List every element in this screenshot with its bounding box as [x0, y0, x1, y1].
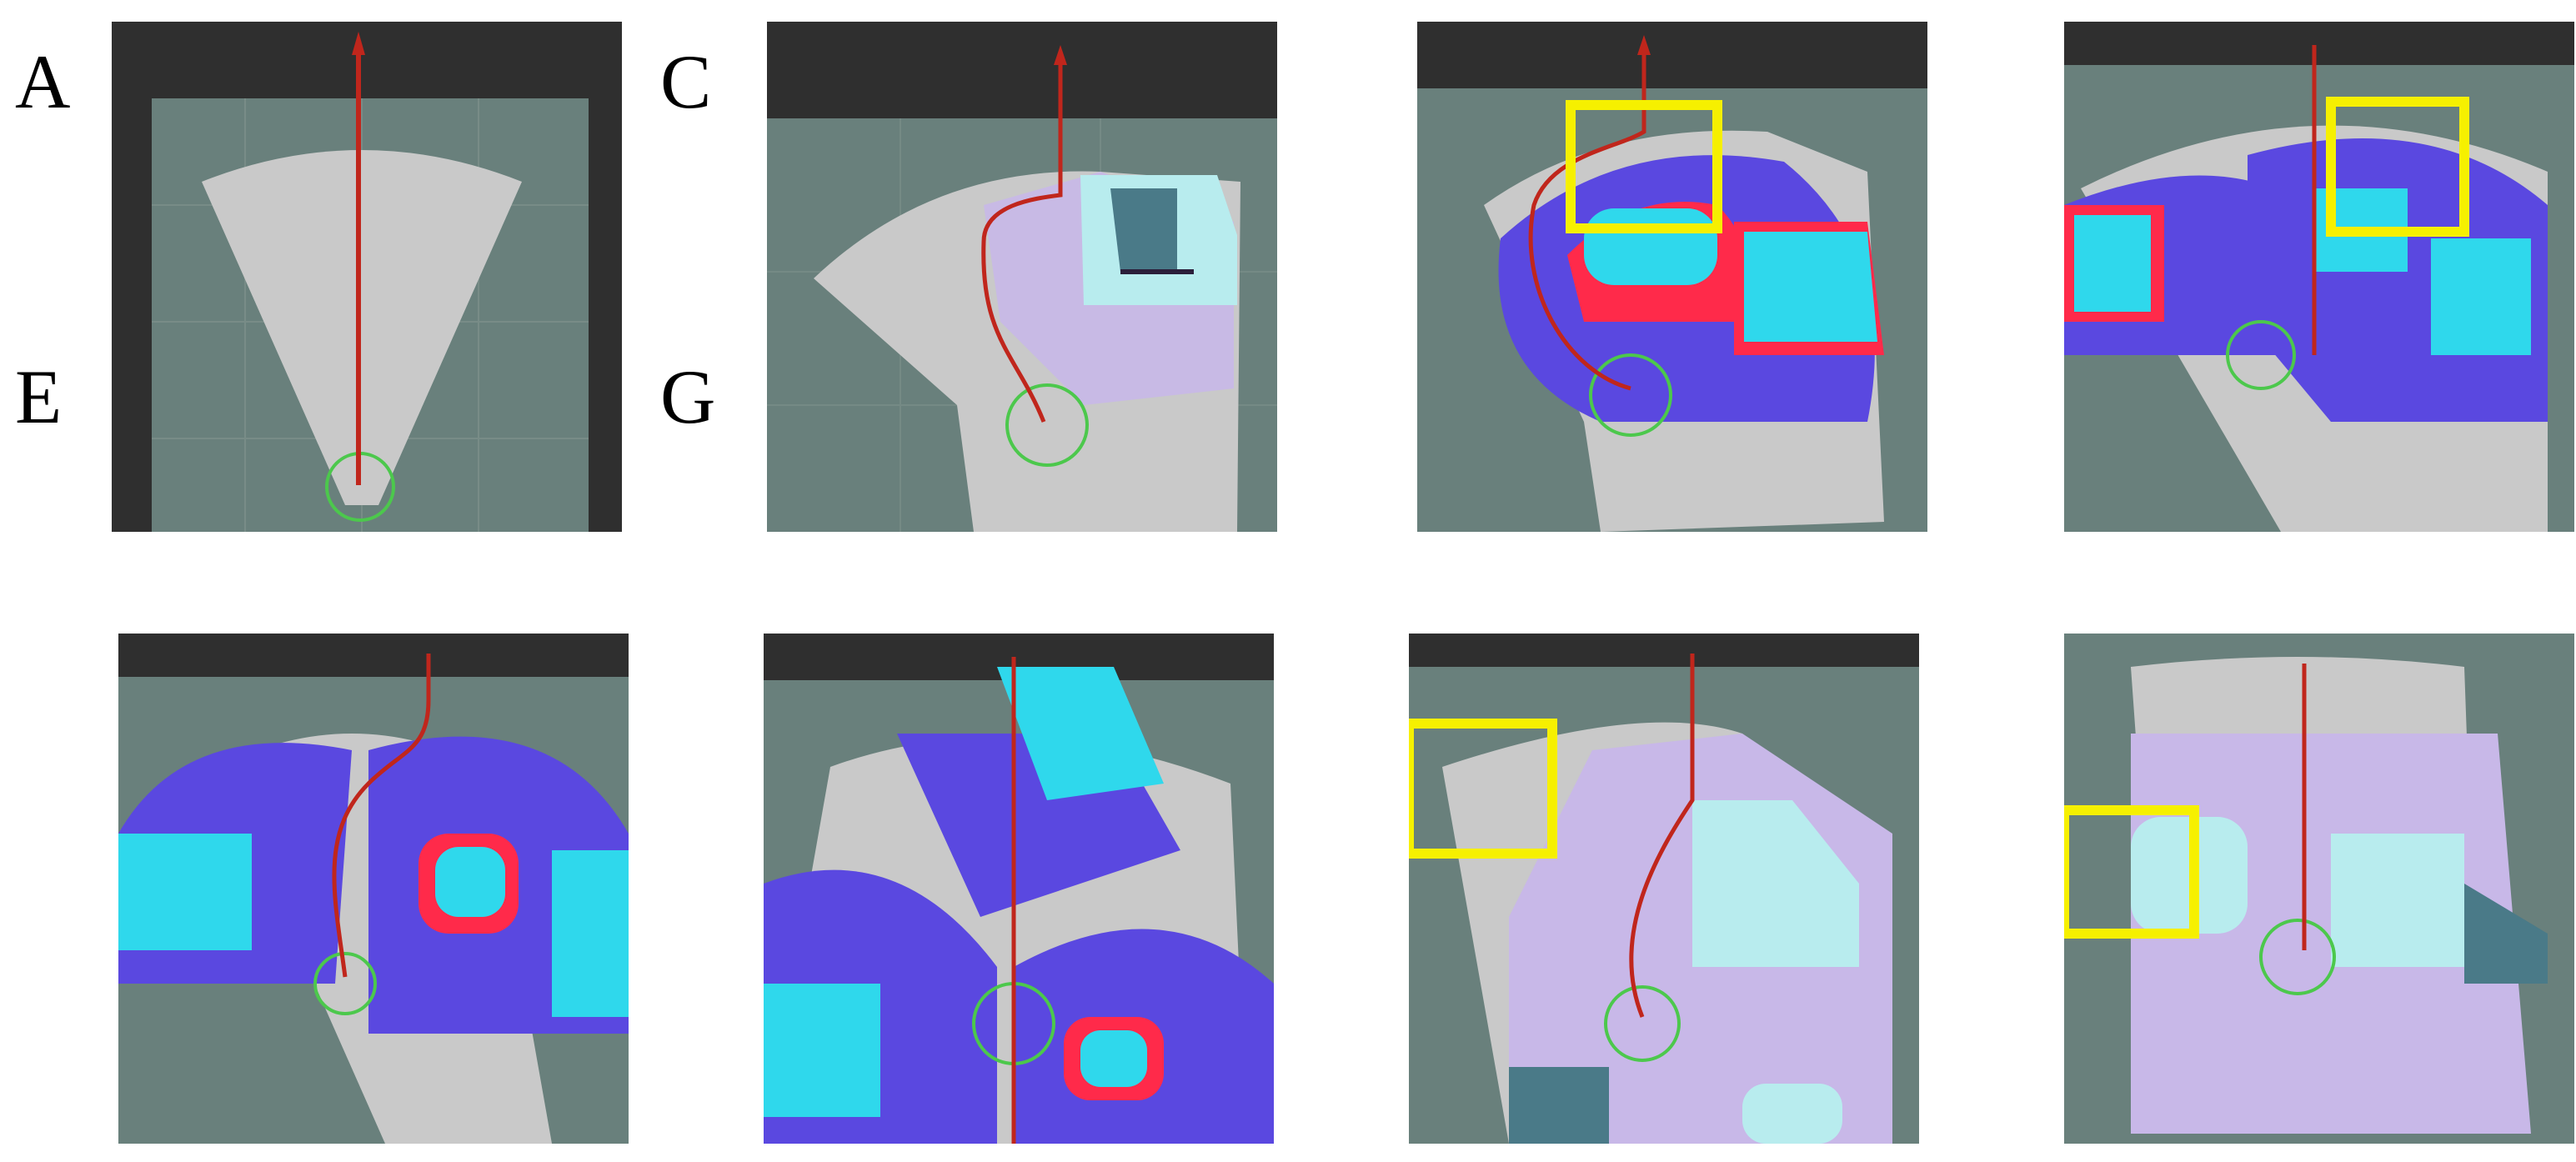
robot-footprint-circle-icon: [1005, 383, 1089, 467]
yellow-highlight-box-icon: [2064, 805, 2199, 939]
robot-footprint-circle-icon: [2259, 919, 2336, 995]
map-panel-b: [767, 22, 1277, 532]
map-view-d: [2064, 22, 2574, 532]
panel-label-g: G: [660, 354, 716, 439]
yellow-highlight-box-icon: [2326, 97, 2469, 237]
map-view-b: [767, 22, 1277, 532]
yellow-highlight-box-icon: [1566, 100, 1722, 233]
map-panel-d: [2064, 22, 2574, 532]
map-panel-f: [764, 634, 1274, 1144]
global-path-arrow-icon: [332, 654, 431, 978]
map-view-c: [1417, 22, 1927, 532]
map-panel-h: [2064, 634, 2574, 1144]
panel-label-a: A: [15, 39, 71, 124]
global-path-arrow-icon: [1528, 48, 1646, 391]
yellow-highlight-box-icon: [1409, 719, 1557, 859]
global-path-arrow-icon: [1629, 654, 1695, 1018]
panel-label-e: E: [15, 354, 63, 439]
map-view-g: [1409, 634, 1919, 1144]
map-panel-e: [118, 634, 629, 1144]
robot-footprint-circle-icon: [1589, 353, 1672, 437]
map-view-e: [118, 634, 629, 1144]
map-view-h: [2064, 634, 2574, 1144]
robot-footprint-circle-icon: [1604, 985, 1681, 1062]
map-view-f: [764, 634, 1274, 1144]
panel-label-c: C: [660, 39, 712, 124]
global-path-arrow-icon: [981, 58, 1063, 423]
map-panel-c: [1417, 22, 1927, 532]
map-panel-g: [1409, 634, 1919, 1144]
robot-footprint-circle-icon: [2226, 320, 2296, 390]
map-view-a: [112, 22, 622, 532]
robot-footprint-circle-icon: [313, 952, 377, 1015]
map-panel-a: [112, 22, 622, 532]
free-space-region: [202, 150, 522, 505]
